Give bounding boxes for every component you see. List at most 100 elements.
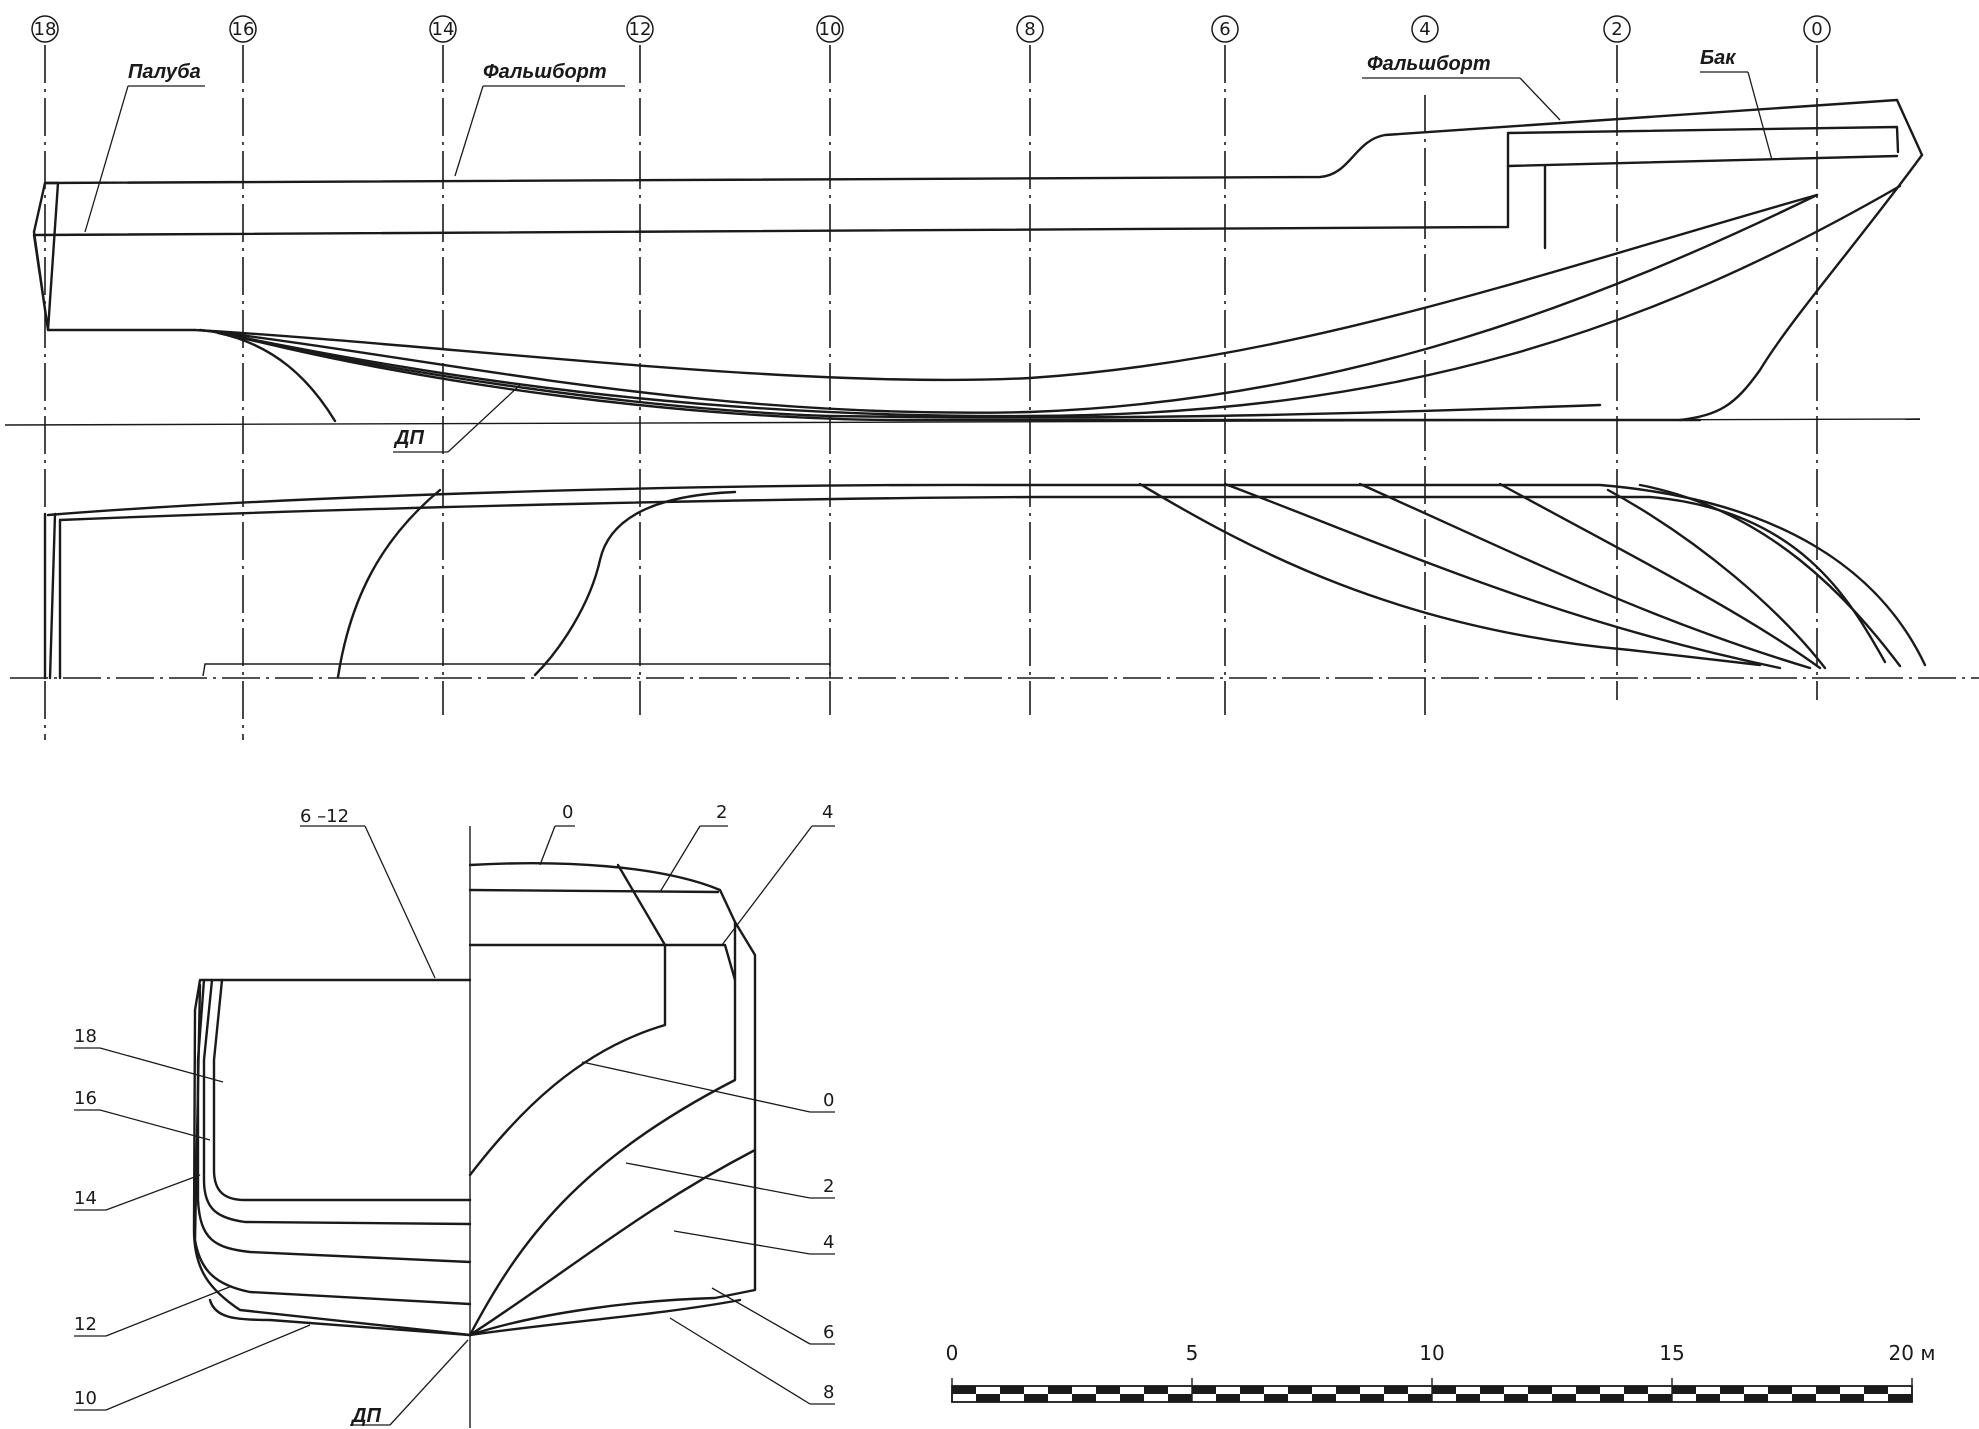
scale-label-15: 15 xyxy=(1659,1341,1684,1365)
fwd-0-right-leader xyxy=(581,1061,811,1113)
scale-block xyxy=(1288,1386,1312,1394)
scale-block xyxy=(1504,1394,1528,1402)
waterline-mid xyxy=(533,490,737,677)
station-number: 2 xyxy=(1611,19,1622,40)
waterline-2 xyxy=(1223,482,1782,670)
buttock-line-1 xyxy=(198,193,1819,414)
buttock-line-2 xyxy=(208,184,1902,418)
section-label-8-right: 8 xyxy=(823,1382,834,1403)
scale-block xyxy=(1696,1394,1720,1402)
scale-block xyxy=(1168,1394,1192,1402)
profile-dp-leader xyxy=(447,384,521,453)
scale-block xyxy=(1576,1386,1600,1394)
waterline-5 xyxy=(1606,488,1827,670)
forecastle-label: Бак xyxy=(1700,47,1736,69)
plan-sheer-edge xyxy=(58,495,1887,664)
stem xyxy=(1678,153,1924,422)
scale-block xyxy=(1744,1394,1768,1402)
section-aft-midbody xyxy=(192,978,472,1337)
section-label-2-right: 2 xyxy=(823,1176,834,1197)
section-fwd-8 xyxy=(468,1298,742,1337)
station-marker: 8 xyxy=(1016,15,1044,43)
body-dp-leader xyxy=(389,1339,469,1426)
section-label-10: 10 xyxy=(74,1388,97,1409)
scale-block xyxy=(1624,1386,1648,1394)
fwd-0-top-leader xyxy=(539,825,556,866)
bulwark-aft-leader xyxy=(454,85,484,177)
section-label-0-right: 0 xyxy=(823,1090,834,1111)
forecastle-leader xyxy=(1747,71,1773,161)
plan-deck-edge xyxy=(46,483,1927,667)
section-14 xyxy=(196,978,472,1264)
scale-block xyxy=(1024,1394,1048,1402)
waterline-3 xyxy=(1358,482,1812,670)
body-plan-centerline-label: ДП xyxy=(350,1405,381,1427)
station-marker: 10 xyxy=(816,15,844,43)
section-fwd-forecastle-1 xyxy=(468,888,720,894)
waterline-1 xyxy=(1138,482,1762,667)
section-10 xyxy=(208,1298,472,1337)
scale-block xyxy=(1888,1394,1912,1402)
bulwark-fwd-label: Фальшборт xyxy=(1367,53,1491,75)
section-fwd-2 xyxy=(468,983,737,1337)
scale-label-10: 10 xyxy=(1419,1341,1444,1365)
aft-10-leader xyxy=(105,1324,311,1411)
bulwark-fwd-leader xyxy=(1519,77,1561,121)
station-marker: 16 xyxy=(229,15,257,43)
aft-skeg-curve xyxy=(216,331,337,423)
scale-block xyxy=(1816,1386,1840,1394)
scale-block xyxy=(1792,1394,1816,1402)
plan-transom xyxy=(43,512,62,680)
station-markers: 18 16 14 12 10 8 6 4 2 0 xyxy=(31,15,1831,43)
deck-line xyxy=(32,125,1900,237)
scale-block xyxy=(1480,1386,1504,1394)
station-number: 6 xyxy=(1219,19,1230,40)
scale-block xyxy=(1600,1394,1624,1402)
station-number: 18 xyxy=(34,19,57,40)
section-label-4-top: 4 xyxy=(822,802,833,823)
section-fwd-6 xyxy=(468,1148,757,1337)
scale-block xyxy=(1312,1394,1336,1402)
section-18 xyxy=(212,978,472,1202)
profile-centerline-label: ДП xyxy=(393,427,424,449)
half-breadth-view xyxy=(10,482,1979,680)
aft-14-leader xyxy=(105,1174,201,1211)
scale-block xyxy=(1552,1394,1576,1402)
section-fwd-0 xyxy=(468,863,667,1177)
section-label-14: 14 xyxy=(74,1188,97,1209)
waterline-4 xyxy=(1498,482,1822,670)
scale-block xyxy=(1120,1394,1144,1402)
section-label-midbody: 6 –12 xyxy=(300,806,349,827)
profile-view: Палуба Фальшборт Фальшборт Бак ДП xyxy=(4,47,1924,453)
keel-line xyxy=(218,330,1702,422)
scale-block xyxy=(1432,1386,1456,1394)
scale-bar: 0 5 10 15 20 м xyxy=(946,1341,1935,1403)
section-label-18: 18 xyxy=(74,1026,97,1047)
section-label-2-top: 2 xyxy=(716,802,727,823)
station-number: 12 xyxy=(629,19,652,40)
section-label-6-right: 6 xyxy=(823,1322,834,1343)
station-axes xyxy=(44,45,1818,740)
station-number: 4 xyxy=(1419,19,1430,40)
fwd-2-right-leader xyxy=(625,1162,811,1199)
fwd-8-right-leader xyxy=(669,1317,811,1405)
plan-keel-box xyxy=(202,663,831,678)
buttock-line-3 xyxy=(213,330,1602,419)
deck-leader xyxy=(84,85,129,233)
scale-block xyxy=(1720,1386,1744,1394)
scale-block xyxy=(1360,1394,1384,1402)
scale-checker xyxy=(952,1386,1912,1402)
section-fwd-4 xyxy=(468,920,757,1337)
waterline-aft xyxy=(336,488,442,679)
section-16 xyxy=(202,978,472,1226)
scale-block xyxy=(1216,1394,1240,1402)
forecastle-deck xyxy=(1506,154,1899,168)
station-number: 10 xyxy=(819,19,842,40)
scale-block xyxy=(1264,1394,1288,1402)
section-label-4-right: 4 xyxy=(823,1232,834,1253)
aft-18-leader xyxy=(99,1047,224,1083)
scale-block xyxy=(1672,1386,1696,1394)
station-marker: 18 xyxy=(31,15,59,43)
section-label-16: 16 xyxy=(74,1088,97,1109)
section-label-12: 12 xyxy=(74,1314,97,1335)
